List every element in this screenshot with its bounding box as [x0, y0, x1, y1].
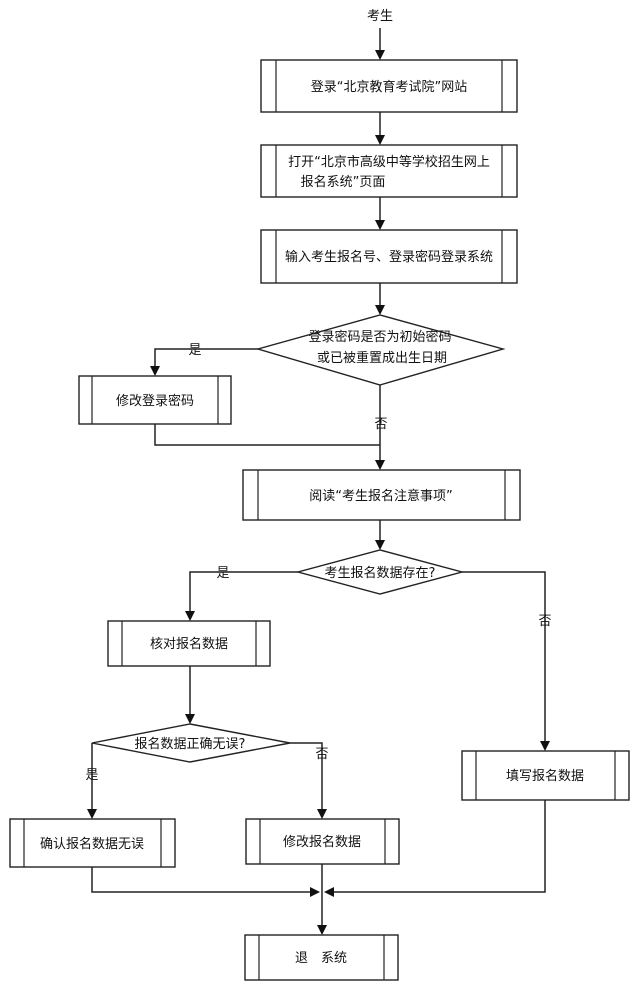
step-modify-password-label: 修改登录密码 — [116, 393, 194, 409]
edge-label-decision2-yes: 是 — [216, 566, 229, 581]
decision-data-exists: 考生报名数据存在? — [295, 549, 465, 595]
step-exit-system-label: 退 系统 — [295, 951, 347, 966]
step-confirm-data-label: 确认报名数据无误 — [40, 836, 144, 852]
step-open-system: 打开“北京市高级中等学校招生网上 报名系统”页面 — [260, 144, 518, 198]
step-exit-system: 退 系统 — [244, 934, 399, 981]
edge-label-decision2-no: 否 — [538, 614, 551, 629]
decision-initial-password: 登录密码是否为初始密码 或已被重置成出生日期 — [255, 314, 506, 386]
step-enter-credentials-label: 输入考生报名号、登录密码登录系统 — [285, 249, 493, 265]
step-read-notice: 阅读“考生报名注意事项” — [242, 469, 521, 521]
decision-initial-password-label-line2: 或已被重置成出生日期 — [317, 350, 447, 366]
edge-label-decision1-no: 否 — [374, 417, 387, 432]
edge-confirm-to-merge — [91, 867, 320, 897]
edge-label-decision3-yes: 是 — [85, 768, 98, 783]
decision-initial-password-label-line1: 登录密码是否为初始密码 — [308, 329, 451, 345]
step-open-system-label-line1: 打开“北京市高级中等学校招生网上 — [288, 154, 490, 170]
edge-label-decision3-no: 否 — [315, 747, 328, 762]
edge-decision2-no — [462, 571, 550, 751]
step-modify-data-label: 修改报名数据 — [283, 834, 361, 850]
decision-data-correct-label: 报名数据正确无误? — [135, 736, 246, 752]
edge-fill-to-merge — [324, 800, 546, 897]
step-read-notice-label: 阅读“考生报名注意事项” — [309, 488, 452, 504]
edge-decision2-yes — [185, 571, 298, 621]
step-enter-credentials: 输入考生报名号、登录密码登录系统 — [260, 229, 518, 284]
edge-decision3-no — [290, 742, 327, 819]
edges — [87, 28, 550, 935]
step-confirm-data: 确认报名数据无误 — [9, 818, 176, 868]
step-modify-password: 修改登录密码 — [78, 375, 232, 425]
start-label: 考生 — [367, 9, 393, 24]
step-open-system-label-line2: 报名系统”页面 — [301, 174, 386, 190]
step-verify-data: 核对报名数据 — [107, 620, 271, 667]
step-modify-data: 修改报名数据 — [245, 818, 400, 865]
edge-label-decision1-yes: 是 — [188, 343, 201, 358]
step-verify-data-label: 核对报名数据 — [150, 636, 228, 652]
step-login-site: 登录“北京教育考试院”网站 — [260, 59, 518, 113]
step-login-site-label: 登录“北京教育考试院”网站 — [311, 79, 467, 95]
decision-data-exists-label: 考生报名数据存在? — [325, 565, 436, 581]
decision-data-correct: 报名数据正确无误? — [91, 723, 291, 763]
step-fill-data: 填写报名数据 — [461, 750, 630, 801]
step-fill-data-label: 填写报名数据 — [506, 768, 584, 784]
edge-modify-password-merge — [154, 424, 380, 446]
edge-decision1-yes — [150, 348, 258, 376]
